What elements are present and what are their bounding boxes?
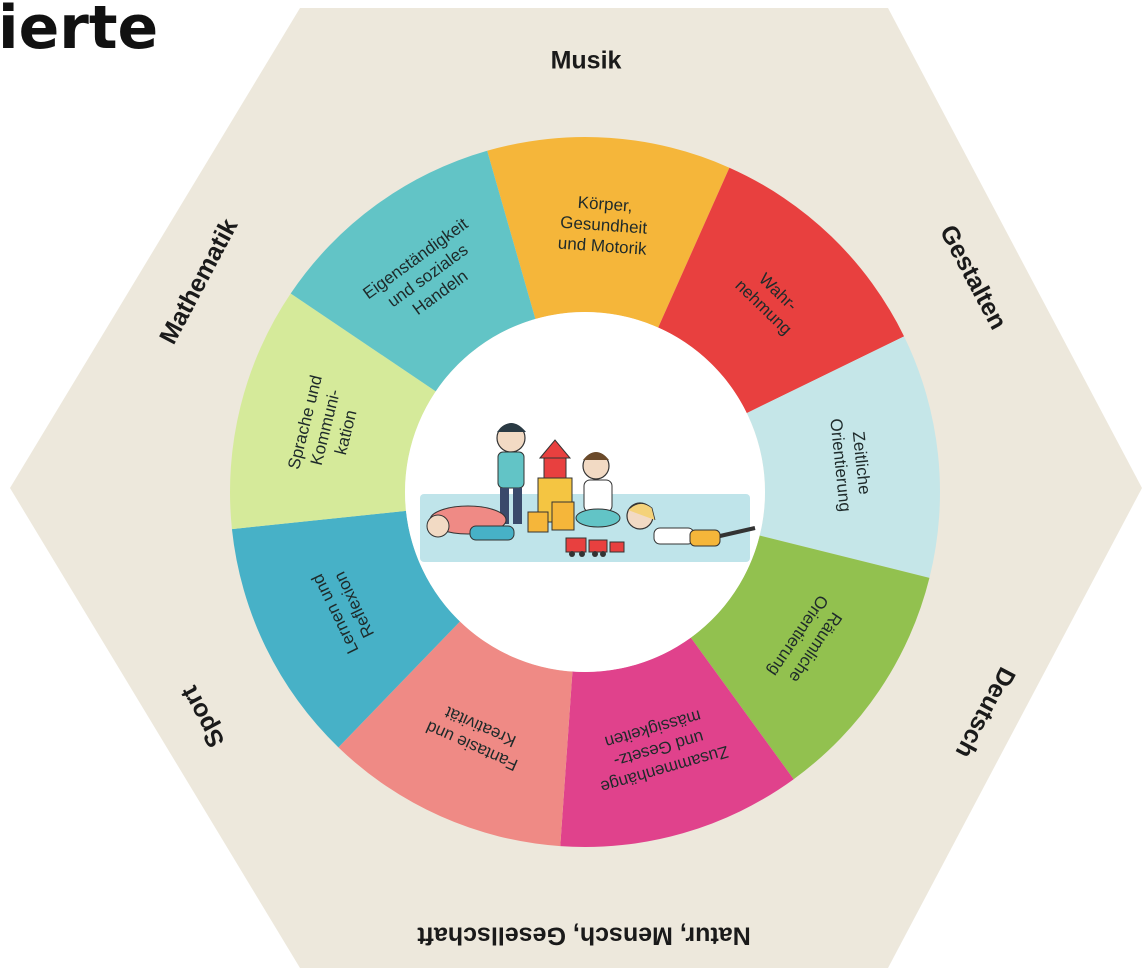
- slide-title: ierte: [0, 0, 159, 63]
- segment-zusammenhaenge: [560, 637, 794, 848]
- child-sitting-right: [575, 452, 621, 528]
- segment-sprache: [230, 293, 436, 530]
- segment-eigen: [290, 150, 536, 392]
- segment-label-line: Körper,: [577, 193, 633, 216]
- child-kneeling-left: [426, 505, 515, 541]
- segment-label-sprache: Sprache undKommuni-kation: [284, 373, 367, 481]
- subject-label-musik: Musik: [551, 47, 622, 75]
- toy-train: [565, 537, 625, 557]
- segment-fantasie: [338, 621, 573, 847]
- subject-label-nmg: Natur, Mensch, Gesellschaft: [417, 921, 751, 949]
- block-tower: [527, 439, 575, 533]
- segment-lernen: [231, 510, 460, 748]
- child-standing: [496, 423, 526, 524]
- segment-koerper: [487, 137, 730, 328]
- child-lying-right: [626, 502, 756, 547]
- segment-zeitliche: [746, 336, 941, 578]
- children-playing-with-blocks-illustration: [420, 423, 756, 562]
- segment-raeumliche: [690, 535, 930, 780]
- segment-wahrnehmung: [658, 167, 905, 414]
